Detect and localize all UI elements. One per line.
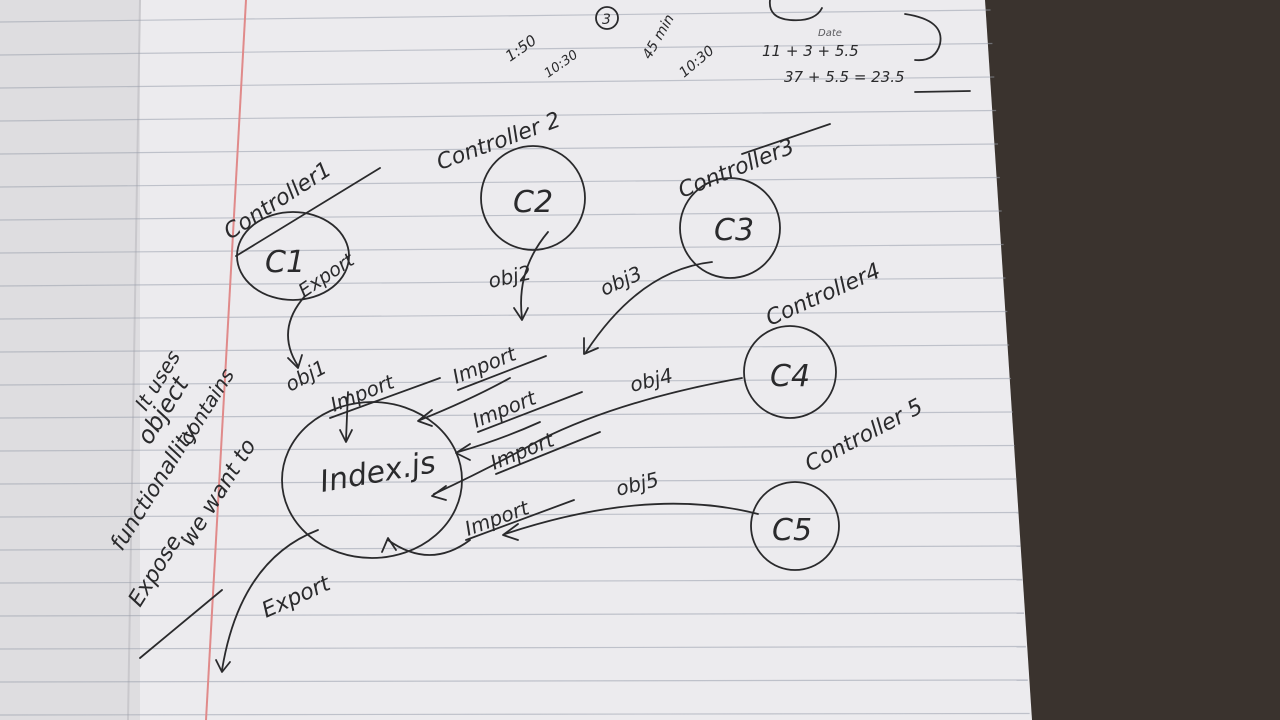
- import-arrow-3: [457, 421, 541, 453]
- sum-note-2: 37 + 5.5 = 23.5: [784, 68, 905, 86]
- controller-2-to-import-arrow: [520, 231, 549, 319]
- ruled-line: [0, 76, 995, 89]
- ruled-line: [0, 411, 1013, 419]
- margin-line: [205, 0, 247, 720]
- controller-4-node: [743, 325, 837, 419]
- index-export-arrow: [221, 529, 319, 671]
- controller-1-node: [236, 211, 350, 301]
- ruled-line: [0, 444, 1015, 452]
- circled-number-text: 3: [602, 12, 611, 28]
- controller-3-node-label: C3: [714, 213, 754, 248]
- controller-4-to-import-arrow: [433, 377, 743, 495]
- import-arrow-5: [387, 539, 471, 556]
- ruled-line: [0, 712, 1030, 716]
- ruled-line: [0, 511, 1019, 518]
- import-arrow-5-head: [381, 537, 397, 553]
- ruled-line: [0, 578, 1023, 584]
- controller-3-arrowhead: [583, 337, 599, 355]
- ruled-line: [0, 377, 1012, 386]
- date-label: Date: [818, 28, 842, 39]
- import-label-1-underline: [329, 377, 441, 419]
- ruled-line: [0, 478, 1017, 485]
- controller-1-to-index-arrow: [287, 295, 306, 367]
- controller-1-arrowhead: [287, 354, 303, 369]
- index-export-arrowhead: [215, 659, 231, 673]
- ruled-line: [0, 679, 1028, 683]
- controller-5-arrowhead: [502, 523, 519, 541]
- controller-5-node-label: C5: [772, 513, 812, 548]
- ruled-line: [0, 109, 997, 122]
- corner-curl-scribble: [904, 13, 942, 62]
- ruled-line: [0, 645, 1026, 650]
- ruled-line: [0, 210, 1002, 221]
- import-arrow-1-head: [339, 429, 353, 443]
- controller-1-underline: [235, 167, 381, 257]
- sum-note-1: 11 + 3 + 5.5: [762, 42, 859, 60]
- import-label-3-underline: [477, 391, 583, 433]
- side-note-underline: [139, 589, 223, 659]
- import-label-4-underline: [495, 431, 601, 475]
- ruled-line: [0, 612, 1025, 617]
- ruled-line: [0, 310, 1008, 320]
- import-arrow-2-head: [417, 409, 433, 427]
- circled-number: [595, 6, 619, 30]
- ruled-line: [0, 277, 1006, 287]
- import-arrow-1: [345, 391, 349, 441]
- ruled-line: [0, 344, 1010, 353]
- controller-3-node: [679, 177, 781, 279]
- ruled-line: [0, 143, 999, 155]
- controller-5-to-import-arrow: [504, 502, 759, 535]
- import-arrow-3-head: [455, 443, 471, 461]
- page-fold-shadow: [0, 0, 140, 720]
- ruled-line: [0, 545, 1021, 551]
- corner-circle-scribble: [768, 0, 823, 22]
- ruled-line: [0, 243, 1004, 254]
- ruled-lines: [0, 9, 1030, 716]
- import-arrow-2: [419, 377, 511, 421]
- controller-3-to-import-arrow: [585, 261, 713, 353]
- controller-4-node-label: C4: [770, 359, 810, 394]
- controller-2-arrowhead: [513, 307, 529, 321]
- controller-4-arrowhead: [431, 485, 447, 501]
- controller-2-node-label: C2: [513, 185, 553, 220]
- ruled-line: [0, 176, 1000, 188]
- controller-5-node: [750, 481, 840, 571]
- controller-3-underline: [741, 123, 831, 155]
- sum-underline: [914, 90, 971, 93]
- ruled-line: [0, 9, 991, 23]
- import-label-5-underline: [465, 499, 575, 541]
- controller-2-node: [480, 145, 586, 251]
- controller-1-node-label: C1: [265, 245, 305, 280]
- ruled-line: [0, 42, 993, 56]
- import-label-2-underline: [457, 355, 547, 391]
